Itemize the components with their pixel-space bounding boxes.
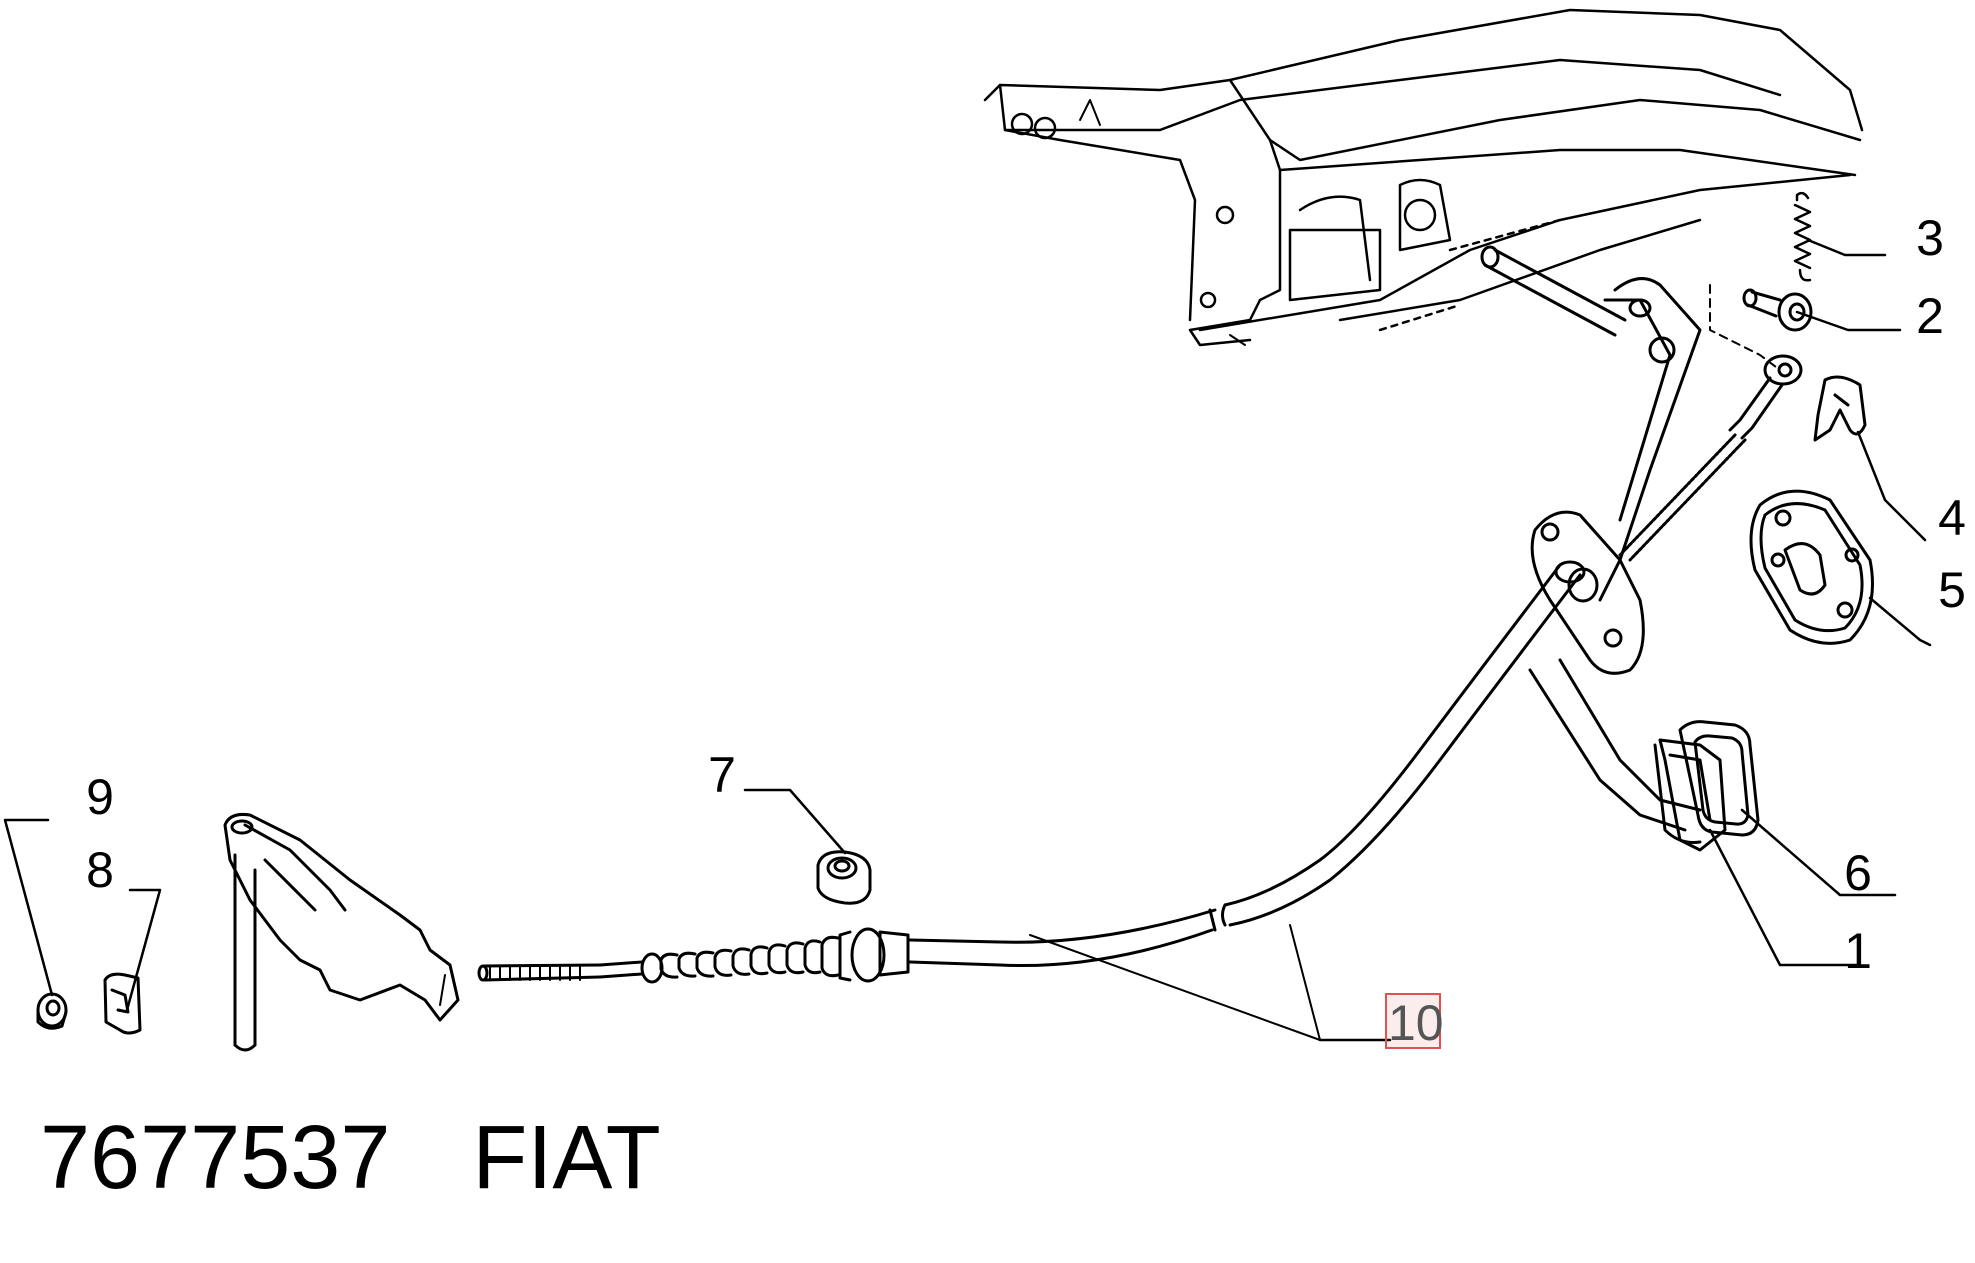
callout-highlight-box [1385,993,1441,1049]
hex-nut-part [36,992,68,1030]
clutch-release-fork [223,813,460,1052]
small-clip-part [103,972,142,1035]
pedal-assembly [1480,245,1727,852]
clutch-cable-part [477,560,1586,1041]
callout-label-10[interactable]: 10 [1388,995,1444,1051]
callout-label-5[interactable]: 5 [1938,562,1966,618]
callout-leader-lines [3,238,1932,1042]
callout-label-3[interactable]: 3 [1916,210,1944,266]
callout-label-7[interactable]: 7 [708,747,736,803]
callout-label-9[interactable]: 9 [86,769,114,825]
callout-label-6[interactable]: 6 [1844,845,1872,901]
pivot-pin-part [1709,284,1813,371]
part-caption: 7677537 FIAT [40,1108,661,1208]
flange-gasket-part [1749,489,1874,645]
brand-name: FIAT [472,1108,661,1208]
grommet-part [816,850,872,905]
spring-part [1793,191,1812,282]
callout-label-8[interactable]: 8 [86,842,114,898]
callout-label-1[interactable]: 1 [1844,923,1872,979]
callout-label-4[interactable]: 4 [1938,490,1966,546]
part-number: 7677537 [40,1108,391,1208]
cable-end-clevis [1618,354,1803,562]
retaining-clip-part [1813,375,1867,442]
callout-label-2[interactable]: 2 [1916,288,1944,344]
firewall-panel [983,8,1864,347]
